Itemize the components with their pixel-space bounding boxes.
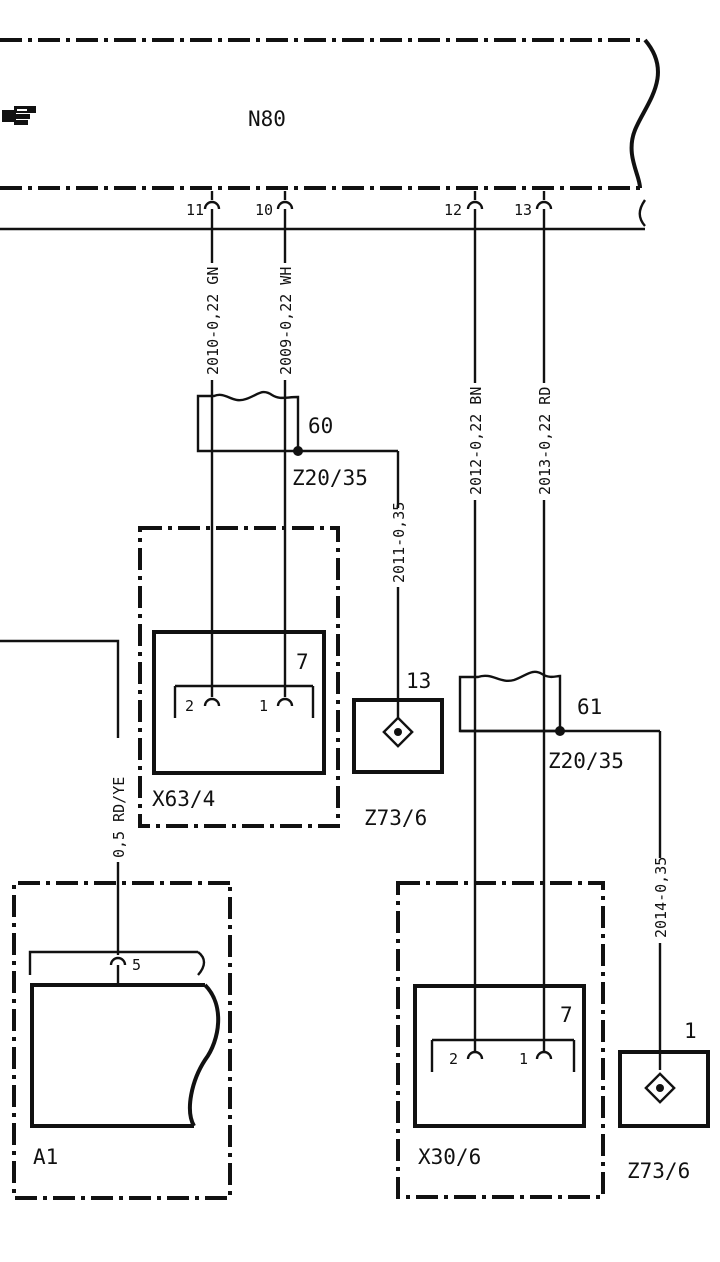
- splice-name: Z20/35: [548, 749, 624, 773]
- wire-2012: 2012-0,22 BN: [467, 209, 485, 1052]
- module-a1: 5 A1: [12, 881, 232, 1200]
- n80-control-unit: N80: [0, 38, 660, 231]
- wire-label: 0,5 RD/YE: [110, 777, 128, 858]
- wire-0-5-rd-ye: 0,5 RD/YE: [0, 639, 128, 955]
- wire-label: 2009-0,22 WH: [277, 267, 295, 375]
- wire-label: 2011-0,35: [390, 502, 408, 583]
- connector-label: X63/4: [152, 787, 215, 811]
- module-label: A1: [33, 1145, 58, 1169]
- connector-x30-6: 2 1 7 X30/6: [396, 881, 605, 1199]
- wire-2010: 2010-0,22 GN: [204, 209, 222, 697]
- wire-2013: 2013-0,22 RD: [536, 209, 554, 1052]
- ecu-pin-label: 11: [186, 201, 204, 219]
- wire-2009: 2009-0,22 WH: [277, 209, 295, 697]
- pin-label: 1: [259, 697, 268, 715]
- ecu-pin-label: 12: [444, 201, 462, 219]
- hand-pointer-icon[interactable]: [2, 106, 36, 125]
- ecu-pin-13: 13: [514, 191, 553, 219]
- ground-number: 1: [684, 1019, 697, 1043]
- ground-label: Z73/6: [627, 1159, 690, 1183]
- wire-label: 2014-0,35: [652, 857, 670, 938]
- wire-label: 2010-0,22 GN: [204, 267, 222, 375]
- pin-label: 7: [296, 650, 309, 674]
- ecu-pin-12: 12: [444, 191, 484, 219]
- connector-label: X30/6: [418, 1145, 481, 1169]
- splice-60: 60 Z20/35: [196, 390, 398, 490]
- ecu-label: N80: [248, 107, 286, 131]
- ecu-pin-10: 10: [255, 191, 294, 219]
- ground-label: Z73/6: [364, 806, 427, 830]
- ecu-pin-label: 10: [255, 201, 273, 219]
- splice-61: 61 Z20/35: [458, 670, 660, 773]
- wire-label: 2013-0,22 RD: [536, 387, 554, 495]
- ecu-pin-11: 11: [186, 191, 221, 219]
- ground-point-1: 1 Z73/6: [618, 1019, 710, 1183]
- wire-2014: 2014-0,35: [652, 731, 670, 1070]
- splice-name: Z20/35: [292, 466, 368, 490]
- wire-label: 2012-0,22 BN: [467, 387, 485, 495]
- splice-number: 60: [308, 414, 333, 438]
- pin-label: 1: [519, 1050, 528, 1068]
- pin-label: 2: [185, 697, 194, 715]
- pin-label: 7: [560, 1003, 573, 1027]
- splice-number: 61: [577, 695, 602, 719]
- ground-point-13: 13 Z73/6: [352, 669, 444, 830]
- pin-label: 2: [449, 1050, 458, 1068]
- ground-number: 13: [406, 669, 431, 693]
- connector-x63-4: 2 1 7 X63/4: [138, 526, 340, 828]
- ecu-pin-label: 13: [514, 201, 532, 219]
- pin-label: 5: [132, 956, 141, 974]
